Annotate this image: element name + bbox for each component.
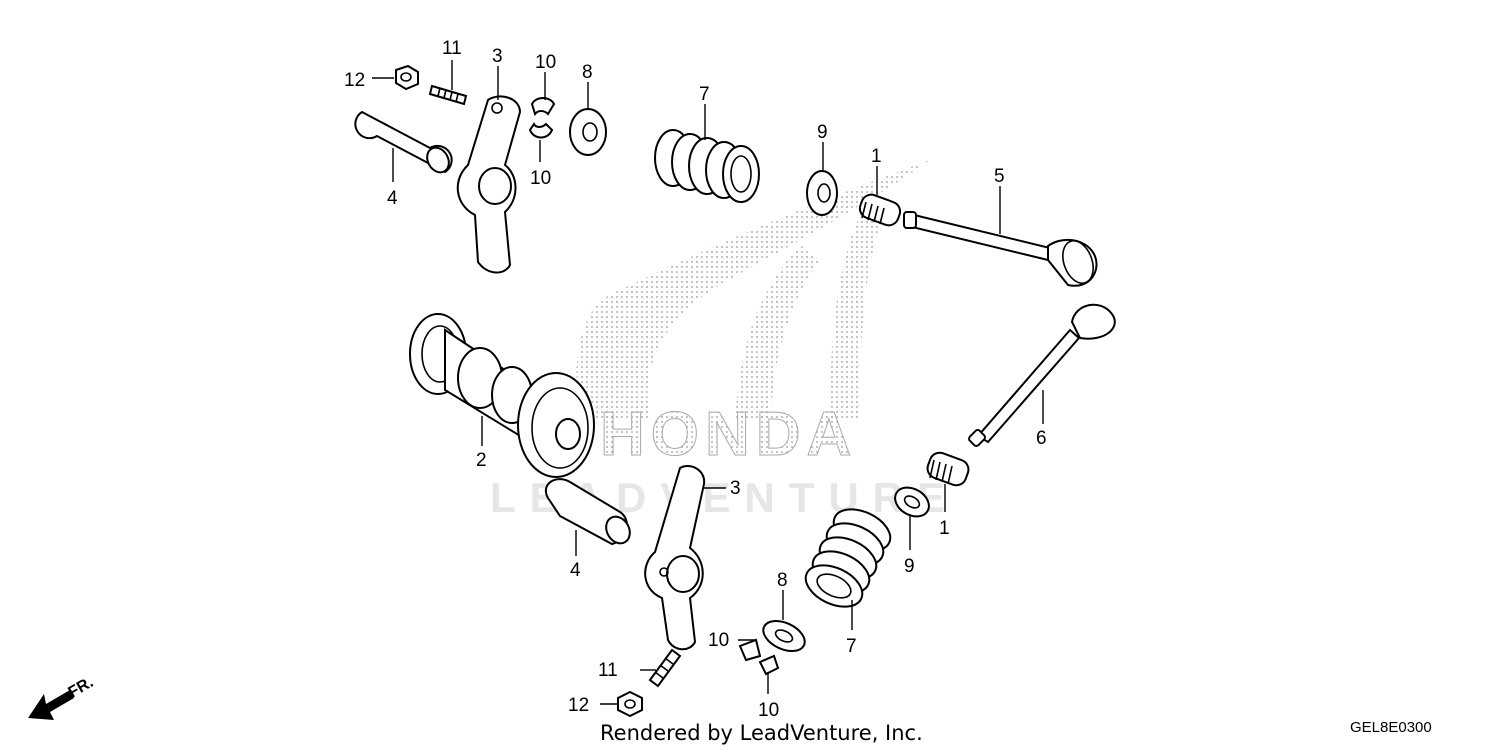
honda-wing-watermark: HONDA — [576, 160, 930, 470]
callout-9-bottom: 9 — [904, 556, 915, 577]
rocker-arm-3-bottom — [644, 465, 706, 651]
callout-4-bottom: 4 — [570, 560, 581, 581]
camshaft-2 — [409, 313, 595, 478]
valve-6 — [968, 303, 1116, 447]
retainer-8-bottom — [762, 619, 806, 653]
callout-4-top: 4 — [387, 188, 398, 209]
callout-8-bottom: 8 — [777, 570, 788, 591]
spring-seat-9-bottom — [894, 486, 930, 518]
callout-11-top: 11 — [442, 38, 462, 59]
front-direction-marker: FR. — [28, 674, 96, 720]
nut-12-top — [395, 64, 419, 91]
honda-watermark-text: HONDA — [600, 400, 857, 469]
retainer-8-top — [569, 108, 607, 156]
spring-seat-9-top — [806, 170, 838, 216]
diagram-code: GEL8E0300 — [1350, 719, 1432, 736]
cotter-10-bottom-a — [738, 638, 762, 662]
cotter-10-top-b — [528, 122, 554, 139]
callout-5: 5 — [994, 166, 1005, 187]
callout-9-top: 9 — [817, 122, 828, 143]
rocker-shaft-4-bottom — [545, 478, 631, 546]
callout-7-bottom: 7 — [846, 636, 857, 657]
adjust-screw-11-bottom — [648, 648, 682, 688]
callout-1-bottom: 1 — [939, 518, 950, 539]
callout-12-bottom: 12 — [568, 695, 589, 716]
stem-seal-1-bottom — [926, 451, 970, 487]
callout-2: 2 — [476, 450, 487, 471]
front-arrow-icon — [28, 690, 74, 720]
callout-12-top: 12 — [344, 70, 365, 91]
adjust-screw-11-top — [428, 84, 468, 106]
valve-spring-7-top — [654, 129, 760, 203]
callout-10-d: 10 — [758, 700, 779, 721]
stem-seal-1-top — [858, 193, 902, 227]
callout-1-top: 1 — [871, 146, 882, 167]
callout-10-a: 10 — [535, 52, 556, 73]
cotter-10-top-a — [530, 97, 556, 117]
callout-7-top: 7 — [699, 84, 710, 105]
callout-6: 6 — [1036, 428, 1047, 449]
callout-10-c: 10 — [708, 630, 729, 651]
leader-lines — [372, 60, 1044, 705]
cotter-10-bottom-b — [758, 654, 780, 676]
valve-spring-7-bottom — [804, 508, 892, 608]
callout-3-top: 3 — [492, 46, 503, 67]
render-credit: Rendered by LeadVenture, Inc. — [600, 721, 923, 745]
rocker-shaft-4-top — [354, 110, 453, 174]
callout-8-top: 8 — [582, 62, 593, 83]
nut-12-bottom — [617, 690, 643, 718]
callout-11-bottom: 11 — [598, 660, 618, 681]
rocker-arm-3-top — [456, 95, 522, 274]
callout-3-bottom: 3 — [730, 478, 741, 499]
valve-5 — [903, 211, 1098, 287]
callout-10-b: 10 — [530, 168, 551, 189]
